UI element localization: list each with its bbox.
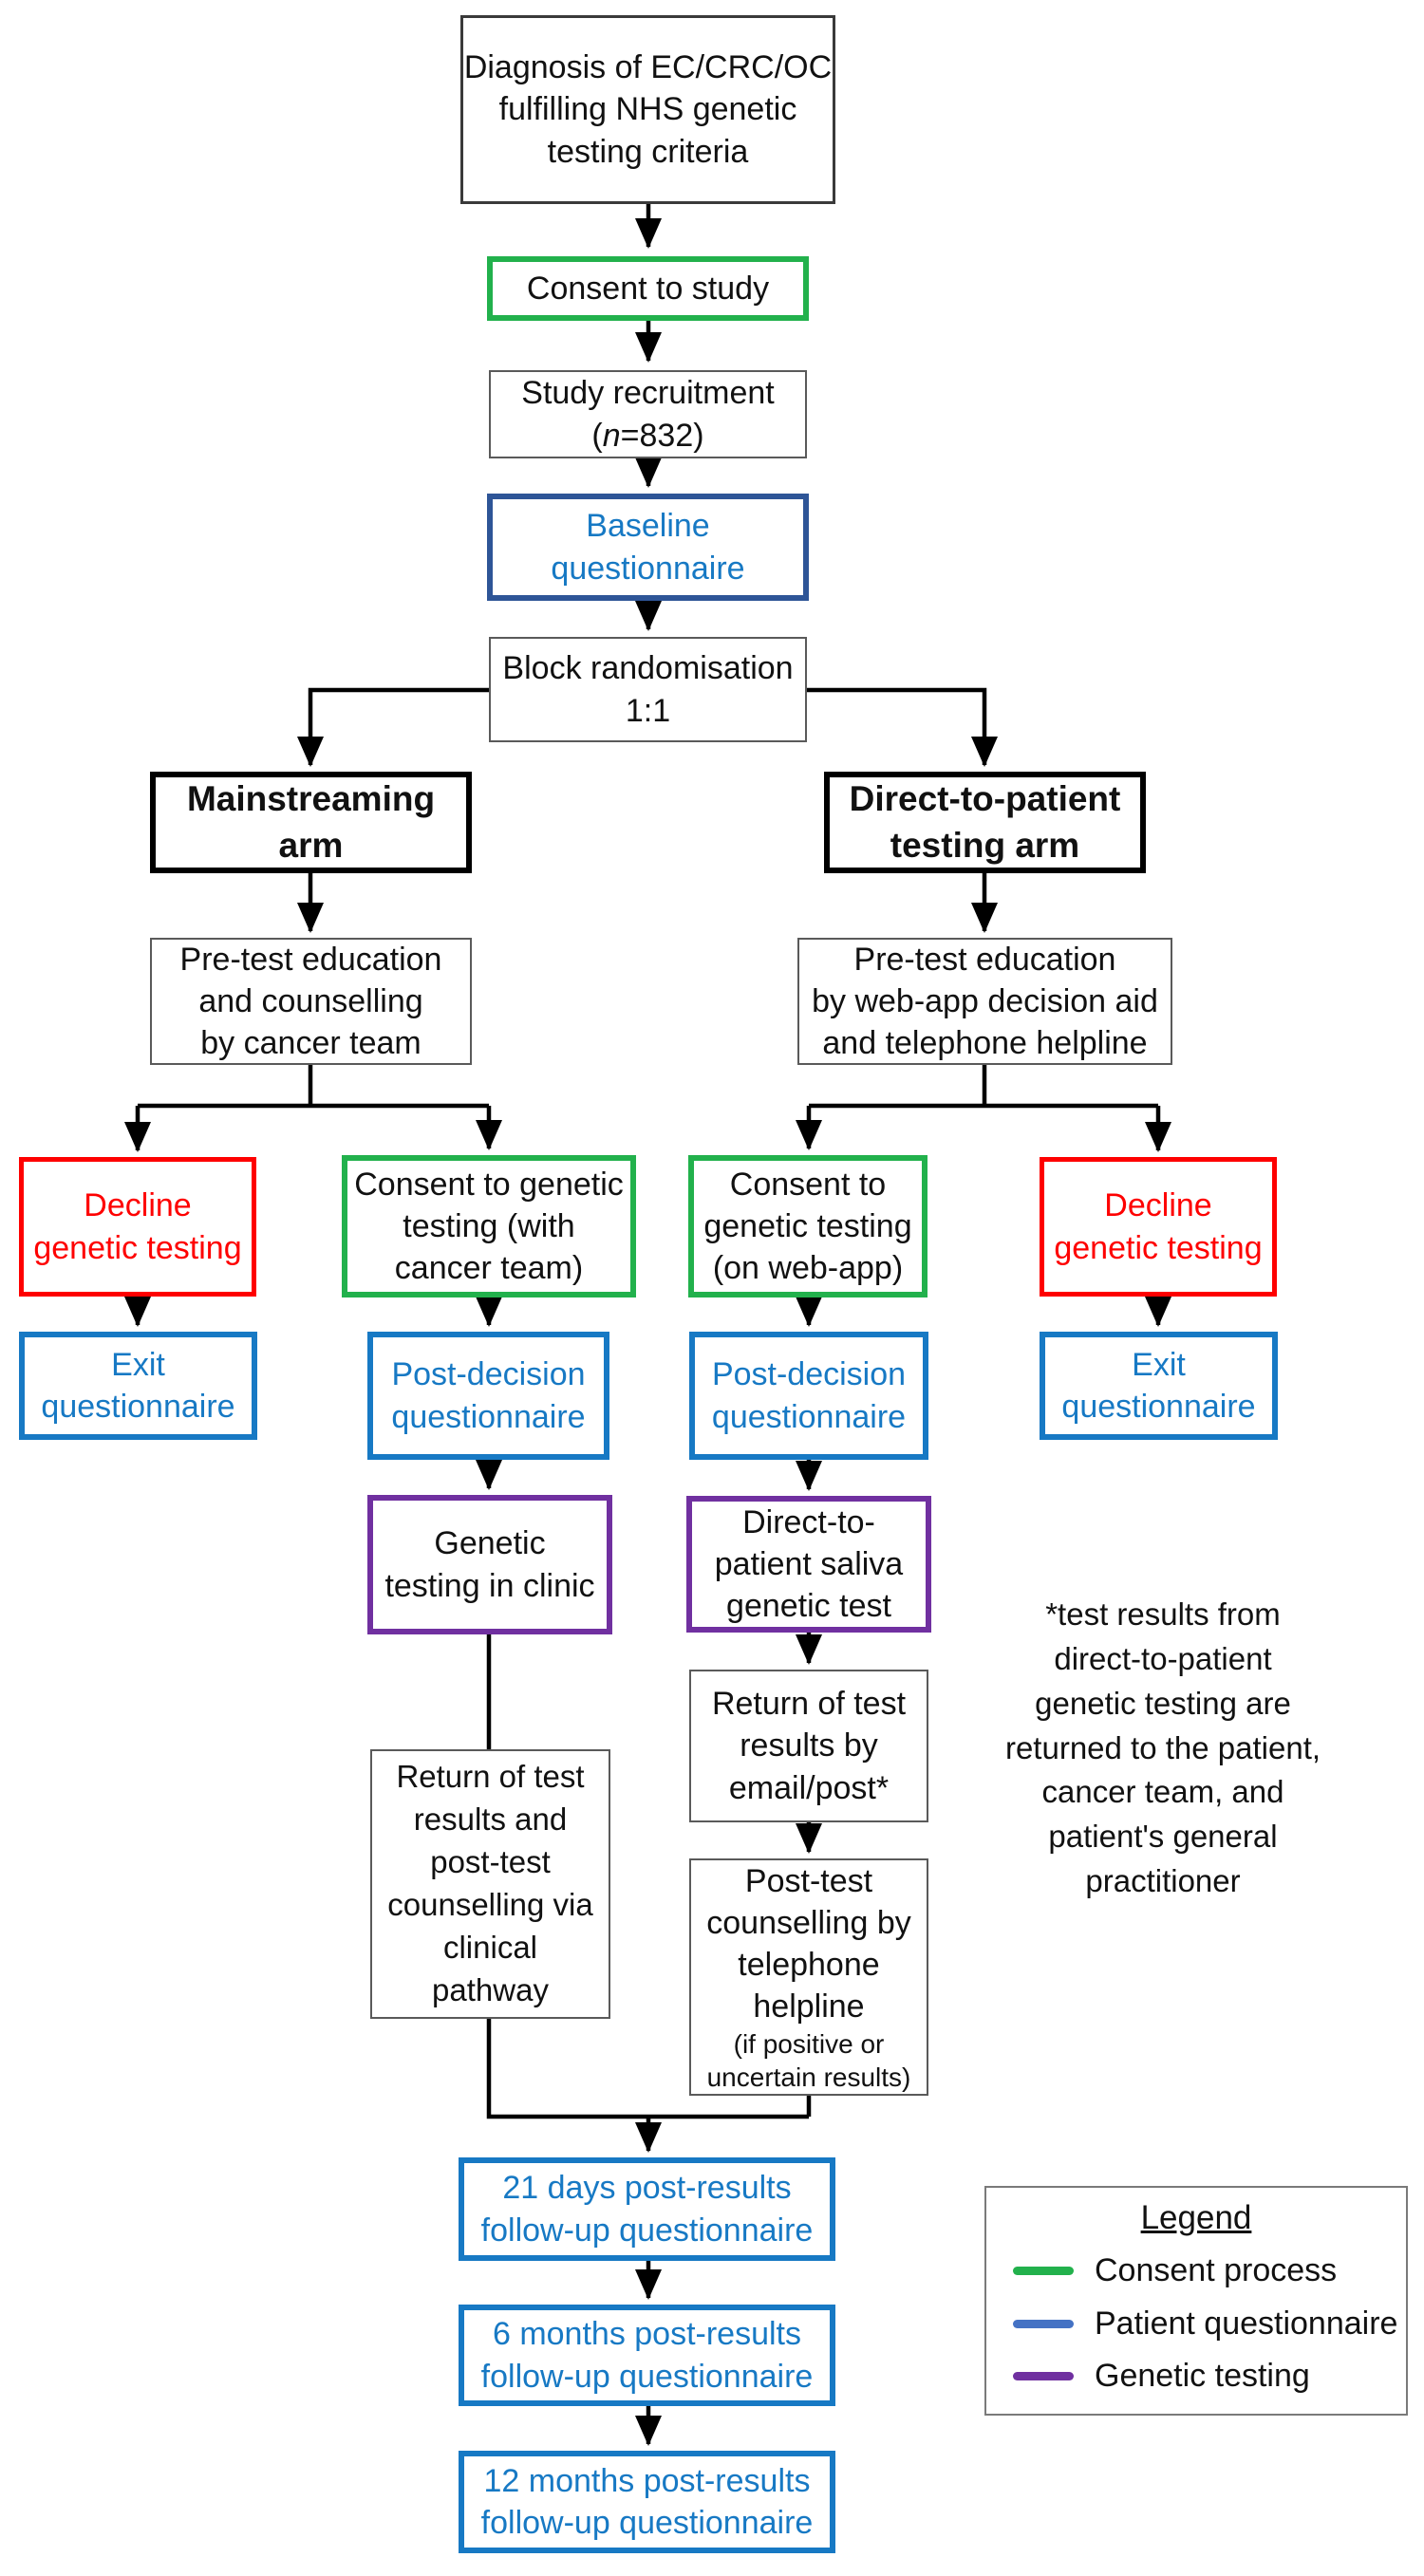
study-recruitment-count: (n=832) — [591, 417, 704, 454]
study-recruitment-label: Study recruitment — [521, 375, 775, 412]
consent-genetic-testing-clinic-box: Consent to genetic testing (with cancer … — [342, 1155, 636, 1297]
consent-to-study-box: Consent to study — [487, 256, 809, 321]
legend-item-consent: Consent process — [986, 2252, 1406, 2289]
exit-questionnaire-left-box: Exit questionnaire — [19, 1332, 257, 1440]
direct-to-patient-arm-box: Direct-to-patient testing arm — [824, 772, 1146, 873]
followup-21-days-box: 21 days post-results follow-up questionn… — [459, 2157, 835, 2261]
legend-box: Legend Consent process Patient questionn… — [984, 2186, 1408, 2416]
consent-genetic-testing-webapp-box: Consent to genetic testing (on web-app) — [688, 1155, 927, 1297]
diagnosis-box: Diagnosis of EC/CRC/OC fulfilling NHS ge… — [460, 15, 835, 204]
followup-6-months-box: 6 months post-results follow-up question… — [459, 2305, 835, 2406]
decline-genetic-testing-left-box: Decline genetic testing — [19, 1157, 256, 1297]
pretest-education-webapp-box: Pre-test education by web-app decision a… — [797, 938, 1172, 1065]
return-results-email-post-box: Return of test results by email/post* — [689, 1670, 928, 1822]
results-return-footnote: *test results from direct-to-patient gen… — [1004, 1596, 1321, 1899]
pretest-education-cancer-team-box: Pre-test education and counselling by ca… — [150, 938, 472, 1065]
baseline-questionnaire-box: Baseline questionnaire — [487, 494, 809, 601]
genetic-testing-line-swatch — [1013, 2371, 1074, 2380]
legend-item-questionnaire: Patient questionnaire — [986, 2305, 1406, 2343]
study-recruitment-box: Study recruitment (n=832) — [489, 370, 807, 458]
helpline-main-text: Post-test counselling by telephone helpl… — [706, 1862, 911, 2025]
exit-questionnaire-right-box: Exit questionnaire — [1040, 1332, 1278, 1440]
legend-label: Consent process — [1095, 2252, 1338, 2289]
legend-label: Patient questionnaire — [1095, 2305, 1398, 2342]
patient-questionnaire-line-swatch — [1013, 2319, 1074, 2328]
legend-label: Genetic testing — [1095, 2357, 1310, 2394]
decline-genetic-testing-right-box: Decline genetic testing — [1040, 1157, 1277, 1297]
legend-item-genetic: Genetic testing — [986, 2358, 1406, 2395]
block-randomisation-box: Block randomisation 1:1 — [489, 637, 807, 742]
return-results-clinical-pathway-box: Return of test results and post-test cou… — [370, 1749, 610, 2019]
mainstreaming-arm-box: Mainstreaming arm — [150, 772, 472, 873]
legend-title: Legend — [1140, 2199, 1252, 2236]
consent-process-line-swatch — [1013, 2267, 1074, 2276]
genetic-testing-in-clinic-box: Genetic testing in clinic — [367, 1495, 612, 1634]
helpline-condition-text: (if positive or uncertain results) — [706, 2029, 911, 2093]
followup-12-months-box: 12 months post-results follow-up questio… — [459, 2451, 835, 2553]
saliva-genetic-test-box: Direct-to- patient saliva genetic test — [686, 1496, 931, 1633]
post-decision-questionnaire-right-box: Post-decision questionnaire — [689, 1332, 928, 1460]
n-symbol: n — [602, 417, 621, 454]
post-decision-questionnaire-left-box: Post-decision questionnaire — [367, 1332, 609, 1460]
post-test-counselling-helpline-box: Post-test counselling by telephone helpl… — [689, 1858, 928, 2096]
